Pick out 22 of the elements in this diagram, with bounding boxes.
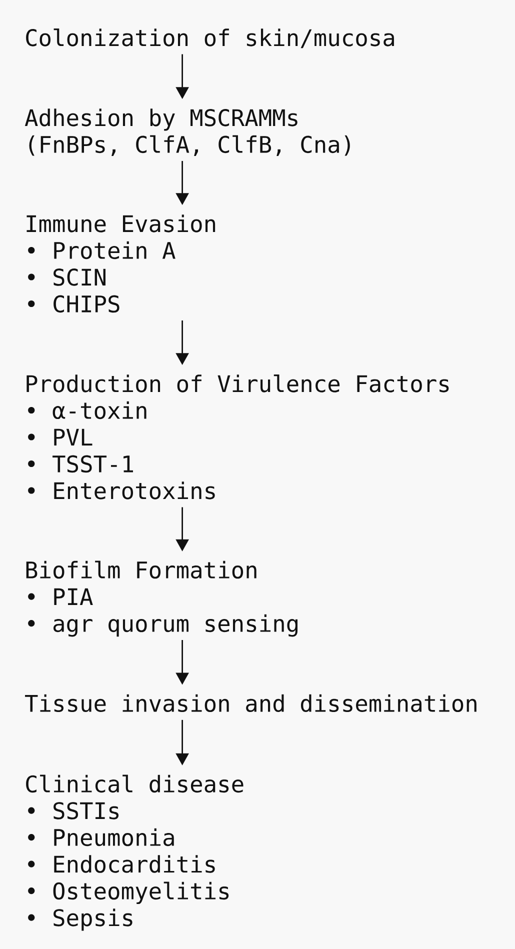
step-detail: • CHIPS [28,295,120,313]
step-detail: (FnBPs, ClfA, ClfB, Cna) [29,135,350,156]
step-detail: • Endocarditis [28,855,215,873]
step-title: Immune Evasion [26,214,216,232]
step-detail: • PIA [28,588,93,606]
step-detail: • Sepsis [28,908,132,931]
step-title: Biofilm Formation [26,560,256,579]
step-detail: • SSTIs [28,802,119,820]
step-detail: • SCIN [28,268,106,286]
step-detail: • Osteomyelitis [28,882,229,904]
step-title: Colonization of skin/mucosa [26,28,394,48]
step-detail: • agr quorum sensing [28,614,298,637]
step-detail: • Protein A [28,241,176,260]
step-detail: • Pneumonia [28,828,174,846]
step-title: Clinical disease [26,774,244,793]
step-detail: • Enterotoxins [28,482,215,500]
step-title: Adhesion by MSCRAMMs [24,108,298,131]
step-title: Production of Virulence Factors [26,374,449,392]
step-detail: • PVL [28,428,92,446]
step-title: Tissue invasion and dissemination [25,694,476,712]
step-detail: • TSST-1 [28,455,133,473]
step-detail: • α-toxin [28,401,146,420]
